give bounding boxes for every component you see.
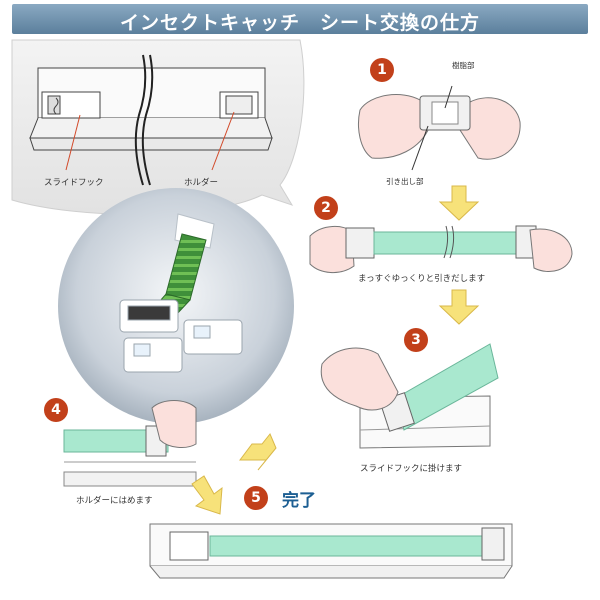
product-photo	[58, 188, 294, 424]
arrow-4-to-5	[191, 475, 223, 515]
callout-label-holder: ホルダー	[184, 178, 219, 188]
step2-caption: まっすぐゆっくりと引きだします	[358, 274, 486, 284]
step4-caption: ホルダーにはめます	[76, 496, 153, 506]
step1-illustration	[358, 85, 521, 171]
step3-caption: スライドフックに掛けます	[360, 464, 463, 474]
callout-label-slide-hook: スライドフック	[44, 178, 104, 188]
light-fixture-illustration	[29, 54, 273, 186]
step3-illustration	[320, 343, 499, 449]
step-1-badge: 1	[370, 58, 394, 82]
flow-arrows	[191, 185, 480, 515]
step2-illustration	[309, 225, 573, 273]
step-4-badge: 4	[44, 398, 68, 422]
step5-caption: 完了	[282, 491, 316, 511]
step5-illustration	[149, 523, 513, 579]
step-5-badge: 5	[244, 486, 268, 510]
step1-label-resin: 樹脂部	[452, 61, 475, 70]
step-3-badge: 3	[404, 328, 428, 352]
step4-illustration	[63, 400, 197, 487]
arrow-1-to-2	[438, 185, 480, 221]
step-2-badge: 2	[314, 196, 338, 220]
arrow-3-to-4	[239, 433, 277, 471]
step1-label-pull-part: 引き出し部	[386, 177, 424, 186]
page-header: インセクトキャッチ シート交換の仕方	[12, 4, 588, 34]
page-title: インセクトキャッチ シート交換の仕方	[119, 12, 480, 34]
arrow-2-to-3	[438, 289, 480, 325]
